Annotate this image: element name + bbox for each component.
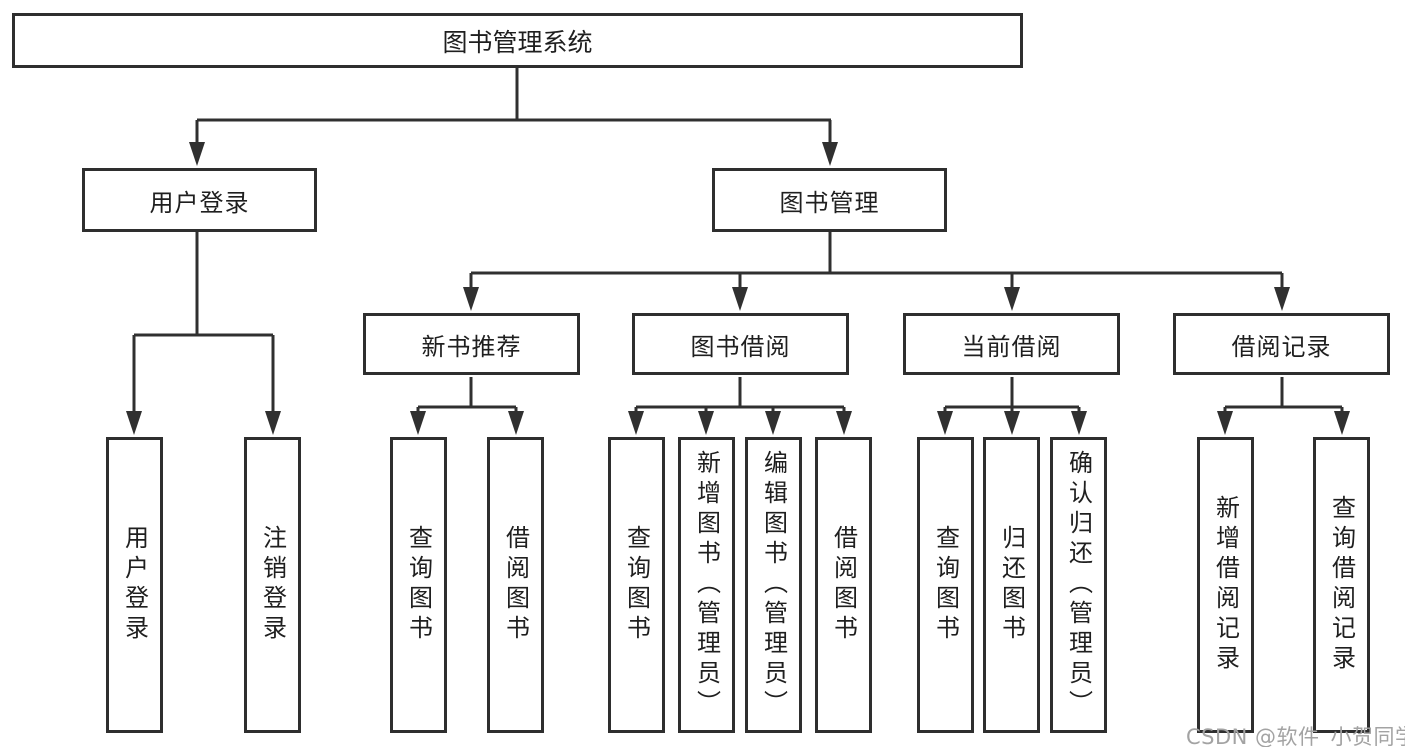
- leaf-label: 借阅图书: [501, 525, 530, 645]
- leaf-borrow-borrow-books: 借阅图书: [815, 437, 872, 733]
- leaf-label: 用户登录: [120, 525, 149, 645]
- node-label: 图书管理系统: [442, 27, 593, 57]
- node-label: 图书管理: [779, 188, 880, 217]
- leaf-borrow-add-books-admin: 新增图书（管理员）: [678, 437, 735, 733]
- node-label: 借阅记录: [1231, 332, 1332, 361]
- leaf-borrow-edit-books-admin: 编辑图书（管理员）: [745, 437, 802, 733]
- leaf-label: 编辑图书（管理员）: [759, 450, 788, 720]
- leaf-user-login: 用户登录: [106, 437, 163, 733]
- leaf-label: 确认归还（管理员）: [1064, 450, 1093, 720]
- node-book-borrowing: 图书借阅: [632, 313, 849, 375]
- leaf-label: 查询借阅记录: [1327, 495, 1356, 675]
- leaf-records-query-record: 查询借阅记录: [1313, 437, 1370, 733]
- leaf-label: 查询图书: [404, 525, 433, 645]
- leaf-logout: 注销登录: [244, 437, 301, 733]
- watermark: CSDN @软件_小贺同学: [1186, 725, 1405, 747]
- node-new-book-recommendation: 新书推荐: [363, 313, 580, 375]
- node-label: 图书借阅: [690, 332, 791, 361]
- leaf-current-return-books: 归还图书: [983, 437, 1040, 733]
- leaf-newbook-borrow-books: 借阅图书: [487, 437, 544, 733]
- leaf-current-confirm-return-admin: 确认归还（管理员）: [1050, 437, 1107, 733]
- leaf-records-add-record: 新增借阅记录: [1197, 437, 1254, 733]
- node-borrowing-records: 借阅记录: [1173, 313, 1390, 375]
- node-book-management-branch: 图书管理: [712, 168, 947, 232]
- leaf-label: 注销登录: [258, 525, 287, 645]
- leaf-label: 查询图书: [622, 525, 651, 645]
- node-label: 当前借阅: [961, 332, 1062, 361]
- leaf-label: 新增借阅记录: [1211, 495, 1240, 675]
- leaf-borrow-query-books: 查询图书: [608, 437, 665, 733]
- node-label: 用户登录: [149, 188, 250, 217]
- leaf-label: 查询图书: [931, 525, 960, 645]
- node-library-management-system: 图书管理系统: [12, 13, 1023, 68]
- leaf-newbook-query-books: 查询图书: [390, 437, 447, 733]
- leaf-label: 借阅图书: [829, 525, 858, 645]
- leaf-current-query-books: 查询图书: [917, 437, 974, 733]
- leaf-label: 归还图书: [997, 525, 1026, 645]
- node-label: 新书推荐: [421, 332, 522, 361]
- leaf-label: 新增图书（管理员）: [692, 450, 721, 720]
- node-user-login-branch: 用户登录: [82, 168, 317, 232]
- node-current-borrowing: 当前借阅: [903, 313, 1120, 375]
